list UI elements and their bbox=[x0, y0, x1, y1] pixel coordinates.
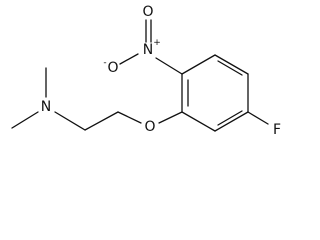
molecule-svg: O N + O - F O N bbox=[11, 4, 281, 138]
benzene-ring bbox=[181, 54, 249, 132]
atom-fluorine: F bbox=[273, 122, 281, 138]
nitro-o-charge: - bbox=[103, 58, 106, 68]
nitro-n-charge: + bbox=[153, 38, 161, 48]
bond-ch2-to-amine-n bbox=[54, 111, 86, 131]
atom-nitro-o-top: O bbox=[142, 4, 153, 20]
bond-ring-to-nitro-n bbox=[155, 57, 183, 75]
ring-bond-c2-c3 bbox=[181, 111, 216, 132]
nitro-group: O N + O - bbox=[103, 4, 183, 76]
bond-ring-to-ether-o bbox=[158, 111, 183, 124]
dimethylamino-group: N bbox=[11, 67, 51, 129]
structure-diagram: O N + O - F O N bbox=[11, 4, 281, 138]
ring-bond-c5-c6 bbox=[214, 54, 249, 75]
ring-bond-c6-c1 bbox=[181, 54, 216, 75]
bond-amine-n-to-methyl-left bbox=[11, 111, 39, 129]
bond-ring-to-fluorine bbox=[247, 111, 269, 125]
bond-nitro-n-to-o-left bbox=[119, 53, 139, 65]
bond-ether-o-to-ch2 bbox=[117, 111, 142, 124]
bond-ch2-to-ch2 bbox=[84, 111, 119, 131]
atom-ether-o: O bbox=[144, 119, 155, 135]
fluoro-group: F bbox=[247, 111, 281, 138]
ring-double-bond-inner-2 bbox=[217, 110, 243, 126]
atom-nitro-n: N bbox=[143, 42, 153, 58]
atom-amine-n: N bbox=[41, 99, 51, 115]
ring-double-bond-inner-3 bbox=[217, 60, 243, 76]
ether-chain: O bbox=[54, 111, 183, 135]
ring-bond-c3-c4 bbox=[214, 111, 249, 132]
atom-nitro-o-left: O bbox=[107, 60, 118, 76]
